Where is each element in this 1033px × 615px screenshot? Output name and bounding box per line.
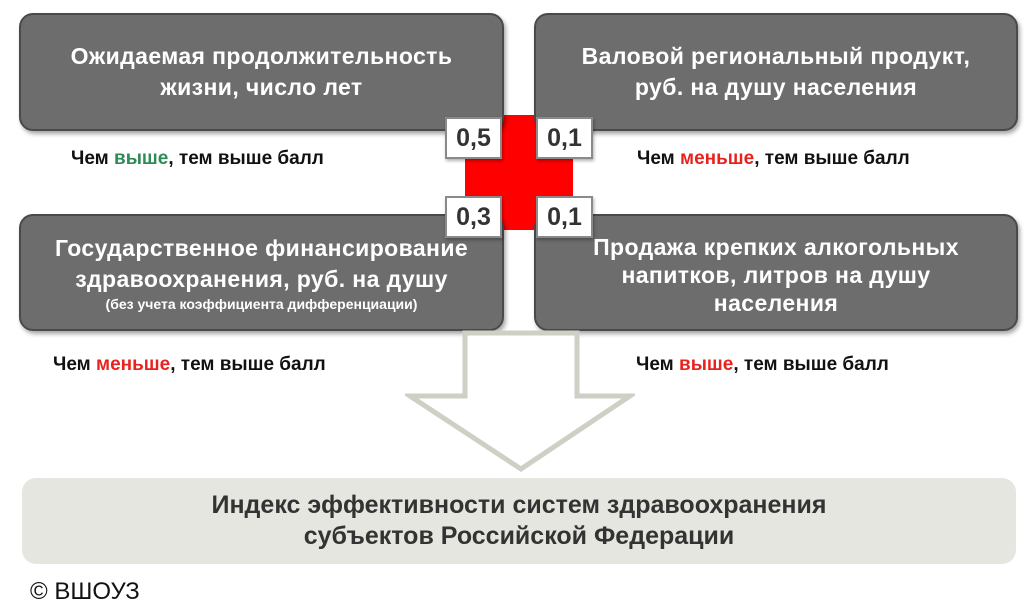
- caption-highlight: выше: [114, 148, 169, 169]
- box-note: (без учета коэффициента дифференциации): [105, 295, 418, 312]
- caption-alcohol: Чем выше, тем выше балл: [636, 354, 889, 376]
- box-title-line: руб. на душу населения: [634, 74, 918, 100]
- health-financing-box: Государственное финансирование здравоохр…: [19, 214, 504, 331]
- life-expectancy-box: Ожидаемая продолжительность жизни, число…: [19, 13, 504, 131]
- caption-text: , тем выше балл: [168, 148, 324, 169]
- box-title-line: напитков, литров на душу: [621, 261, 931, 288]
- box-title-line: Государственное финансирование: [54, 234, 469, 261]
- weight-badge-grp: 0,1: [536, 117, 593, 159]
- caption-text: Чем: [71, 148, 115, 169]
- alcohol-sales-box: Продажа крепких алкогольных напитков, ли…: [534, 214, 1018, 331]
- caption-text: Чем: [636, 354, 680, 375]
- caption-highlight: меньше: [680, 148, 755, 169]
- caption-highlight: выше: [679, 354, 734, 375]
- box-title-line: Ожидаемая продолжительность: [70, 43, 453, 69]
- down-arrow-icon: [405, 330, 635, 472]
- caption-text: , тем выше балл: [170, 354, 326, 375]
- result-index-box: Индекс эффективности систем здравоохране…: [22, 478, 1016, 564]
- weight-badge-life-expectancy: 0,5: [445, 117, 502, 159]
- caption-life-expectancy: Чем выше, тем выше балл: [71, 148, 324, 170]
- weight-badge-alcohol: 0,1: [536, 196, 593, 238]
- caption-text: , тем выше балл: [754, 148, 910, 169]
- caption-text: , тем выше балл: [733, 354, 889, 375]
- caption-grp: Чем меньше, тем выше балл: [637, 148, 910, 170]
- weight-badge-health-financing: 0,3: [445, 196, 502, 238]
- box-title-line: населения: [713, 289, 839, 316]
- caption-health-financing: Чем меньше, тем выше балл: [53, 354, 326, 376]
- result-title-line: Индекс эффективности систем здравоохране…: [211, 491, 827, 519]
- box-title-line: Валовой региональный продукт,: [581, 43, 971, 69]
- caption-text: Чем: [53, 354, 97, 375]
- caption-highlight: меньше: [96, 354, 171, 375]
- box-title-line: жизни, число лет: [160, 74, 363, 100]
- box-title-line: Продажа крепких алкогольных: [593, 233, 959, 260]
- grp-per-capita-box: Валовой региональный продукт, руб. на ду…: [534, 13, 1018, 131]
- box-title-line: здравоохранения, руб. на душу: [75, 265, 448, 292]
- copyright-text: © ВШОУЗ: [30, 578, 140, 605]
- caption-text: Чем: [637, 148, 681, 169]
- result-title-line: субъектов Российской Федерации: [303, 522, 735, 550]
